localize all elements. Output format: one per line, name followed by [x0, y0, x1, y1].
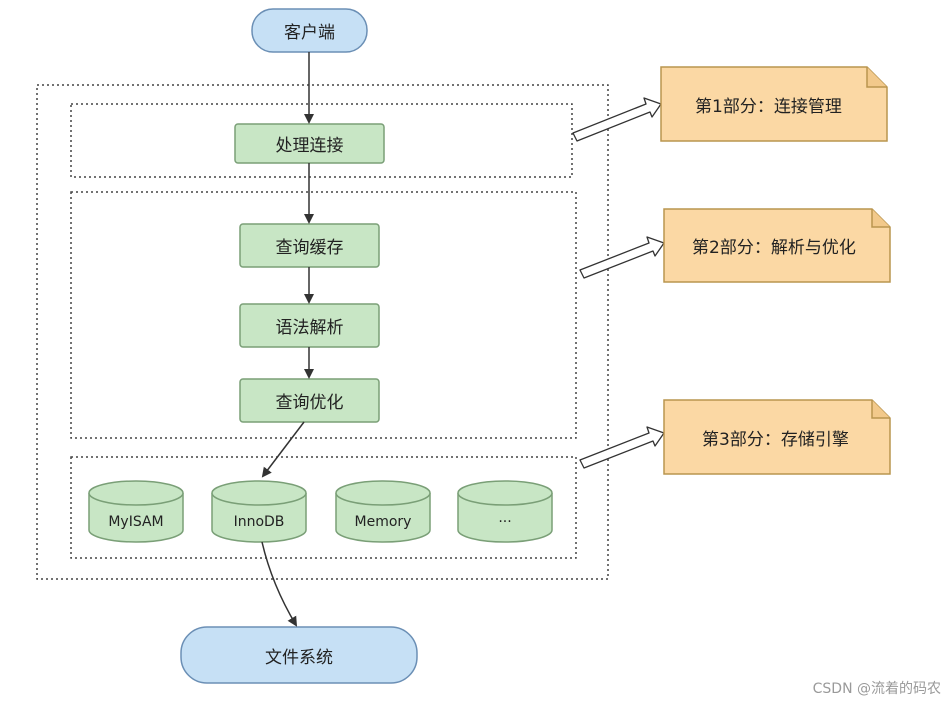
block-arrow-2	[579, 236, 665, 279]
connection-label: 处理连接	[275, 136, 344, 156]
optimize-node	[239, 378, 380, 423]
filesystem-label: 文件系统	[265, 647, 333, 668]
connection-section	[70, 103, 573, 178]
cache-label: 查询缓存	[275, 238, 344, 258]
note-2-shape	[663, 208, 891, 283]
arrow-innodb-to-filesystem	[261, 541, 298, 627]
arrow-optimize-to-innodb	[261, 421, 305, 478]
note-1-shape	[660, 66, 888, 142]
filesystem-node	[180, 626, 418, 684]
engine-other-cylinder	[457, 480, 553, 543]
engine-memory-label: Memory	[354, 514, 412, 530]
storage-engine-section	[70, 456, 577, 559]
note-3-label: 第3部分：存储引擎	[702, 429, 849, 450]
parse-label: 语法解析	[275, 318, 344, 338]
engine-other-label: ...	[498, 510, 512, 526]
note-2-label: 第2部分：解析与优化	[692, 238, 856, 258]
optimize-label: 查询优化	[275, 393, 344, 413]
server-container	[36, 84, 609, 580]
engine-myisam-cylinder	[88, 480, 184, 543]
watermark-text: CSDN @流着的码农	[812, 681, 941, 697]
block-arrow-1	[572, 97, 662, 142]
block-arrow-3	[579, 426, 665, 469]
engine-memory-cylinder	[335, 480, 431, 543]
note-1-label: 第1部分：连接管理	[695, 96, 842, 117]
note-3-shape	[663, 399, 891, 475]
engine-innodb-cylinder	[211, 480, 307, 543]
engine-myisam-label: MyISAM	[108, 514, 164, 530]
client-label: 客户端	[284, 23, 335, 43]
engine-innodb-label: InnoDB	[233, 514, 285, 530]
